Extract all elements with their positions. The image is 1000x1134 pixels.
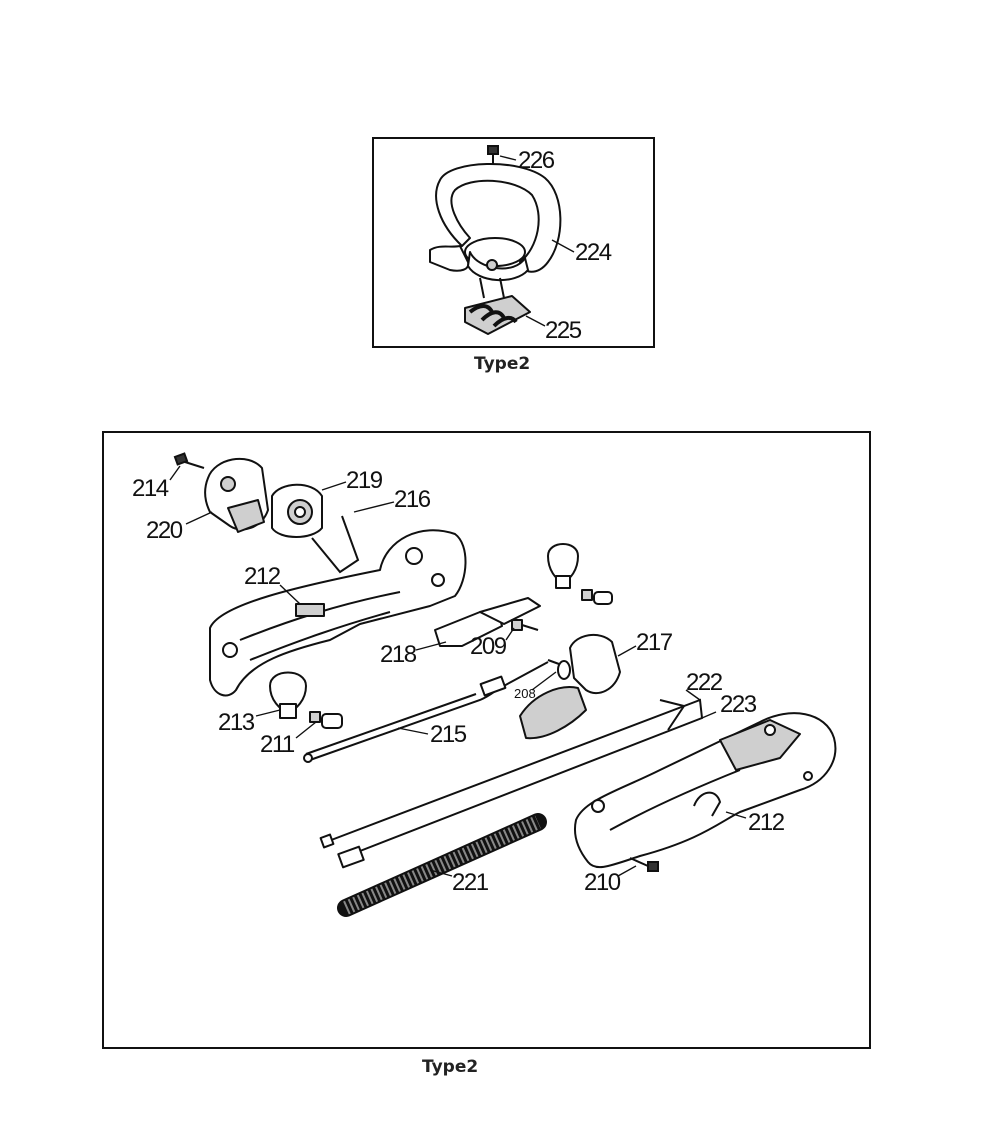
leader-225	[525, 315, 546, 327]
callout-219: 219	[346, 467, 383, 494]
top-panel: 226 224 225	[372, 137, 655, 348]
part-224-loop-handle	[429, 163, 562, 282]
part-218-throttle-lever	[434, 597, 541, 647]
callout-214: 214	[132, 475, 169, 502]
callout-217: 217	[636, 629, 673, 656]
callout-220: 220	[146, 517, 183, 544]
leader-219	[321, 481, 347, 491]
leader-222	[685, 689, 701, 701]
top-panel-caption: Type2	[474, 354, 531, 374]
part-212-lower-housing-half	[574, 712, 837, 869]
leader-224	[551, 239, 575, 253]
leader-212a	[279, 584, 301, 605]
leader-208	[531, 671, 557, 691]
part-208-spring	[557, 660, 571, 680]
part-upper-clamp	[547, 543, 613, 605]
leader-213	[255, 709, 281, 717]
part-222-223-cables	[319, 698, 704, 869]
callout-212-lower: 212	[748, 809, 785, 836]
leader-211	[295, 721, 317, 739]
leader-215	[397, 727, 429, 735]
part-217-throttle-housing	[519, 633, 621, 740]
leader-212b	[725, 811, 747, 819]
leader-220	[185, 511, 213, 525]
part-209-screw	[511, 619, 539, 631]
callout-221: 221	[452, 869, 489, 896]
leader-217	[617, 645, 637, 657]
leader-223	[701, 711, 717, 719]
part-221-corrugated-tube	[337, 813, 547, 917]
callout-222: 222	[686, 669, 723, 696]
callout-225: 225	[545, 317, 582, 344]
callout-213: 213	[218, 709, 255, 736]
callout-223: 223	[720, 691, 757, 718]
part-225-clamp	[464, 277, 531, 335]
leader-218	[415, 641, 447, 651]
leader-216	[353, 501, 395, 513]
part-219-throttle-cover	[271, 483, 323, 538]
callout-212-upper: 212	[244, 563, 281, 590]
callout-218: 218	[380, 641, 417, 668]
leader-210	[617, 865, 637, 877]
callout-224: 224	[575, 239, 612, 266]
top-panel-frame	[372, 137, 655, 348]
part-211-bolt	[309, 711, 343, 729]
leader-226	[499, 155, 517, 161]
callout-211: 211	[260, 731, 295, 758]
leader-214	[169, 465, 181, 481]
part-213-clamp	[269, 671, 307, 719]
part-215-throttle-cable	[303, 661, 549, 763]
part-220-switch-housing	[204, 458, 269, 533]
callout-208: 208	[514, 686, 536, 701]
leader-209	[505, 627, 515, 641]
part-212-upper-housing-half	[209, 529, 467, 697]
callout-210: 210	[584, 869, 621, 896]
leader-221	[429, 869, 453, 877]
callout-209: 209	[470, 633, 507, 660]
bottom-panel-caption: Type2	[422, 1057, 479, 1077]
callout-226: 226	[518, 147, 555, 174]
part-210-screw	[629, 857, 659, 872]
part-214-screw	[173, 452, 205, 469]
callout-216: 216	[394, 486, 431, 513]
callout-215: 215	[430, 721, 467, 748]
bottom-panel: 214 220 219 216 212 218 209 217 213 211 …	[102, 431, 871, 1049]
part-216-spring-clip	[311, 515, 360, 574]
bottom-panel-frame	[102, 431, 871, 1049]
